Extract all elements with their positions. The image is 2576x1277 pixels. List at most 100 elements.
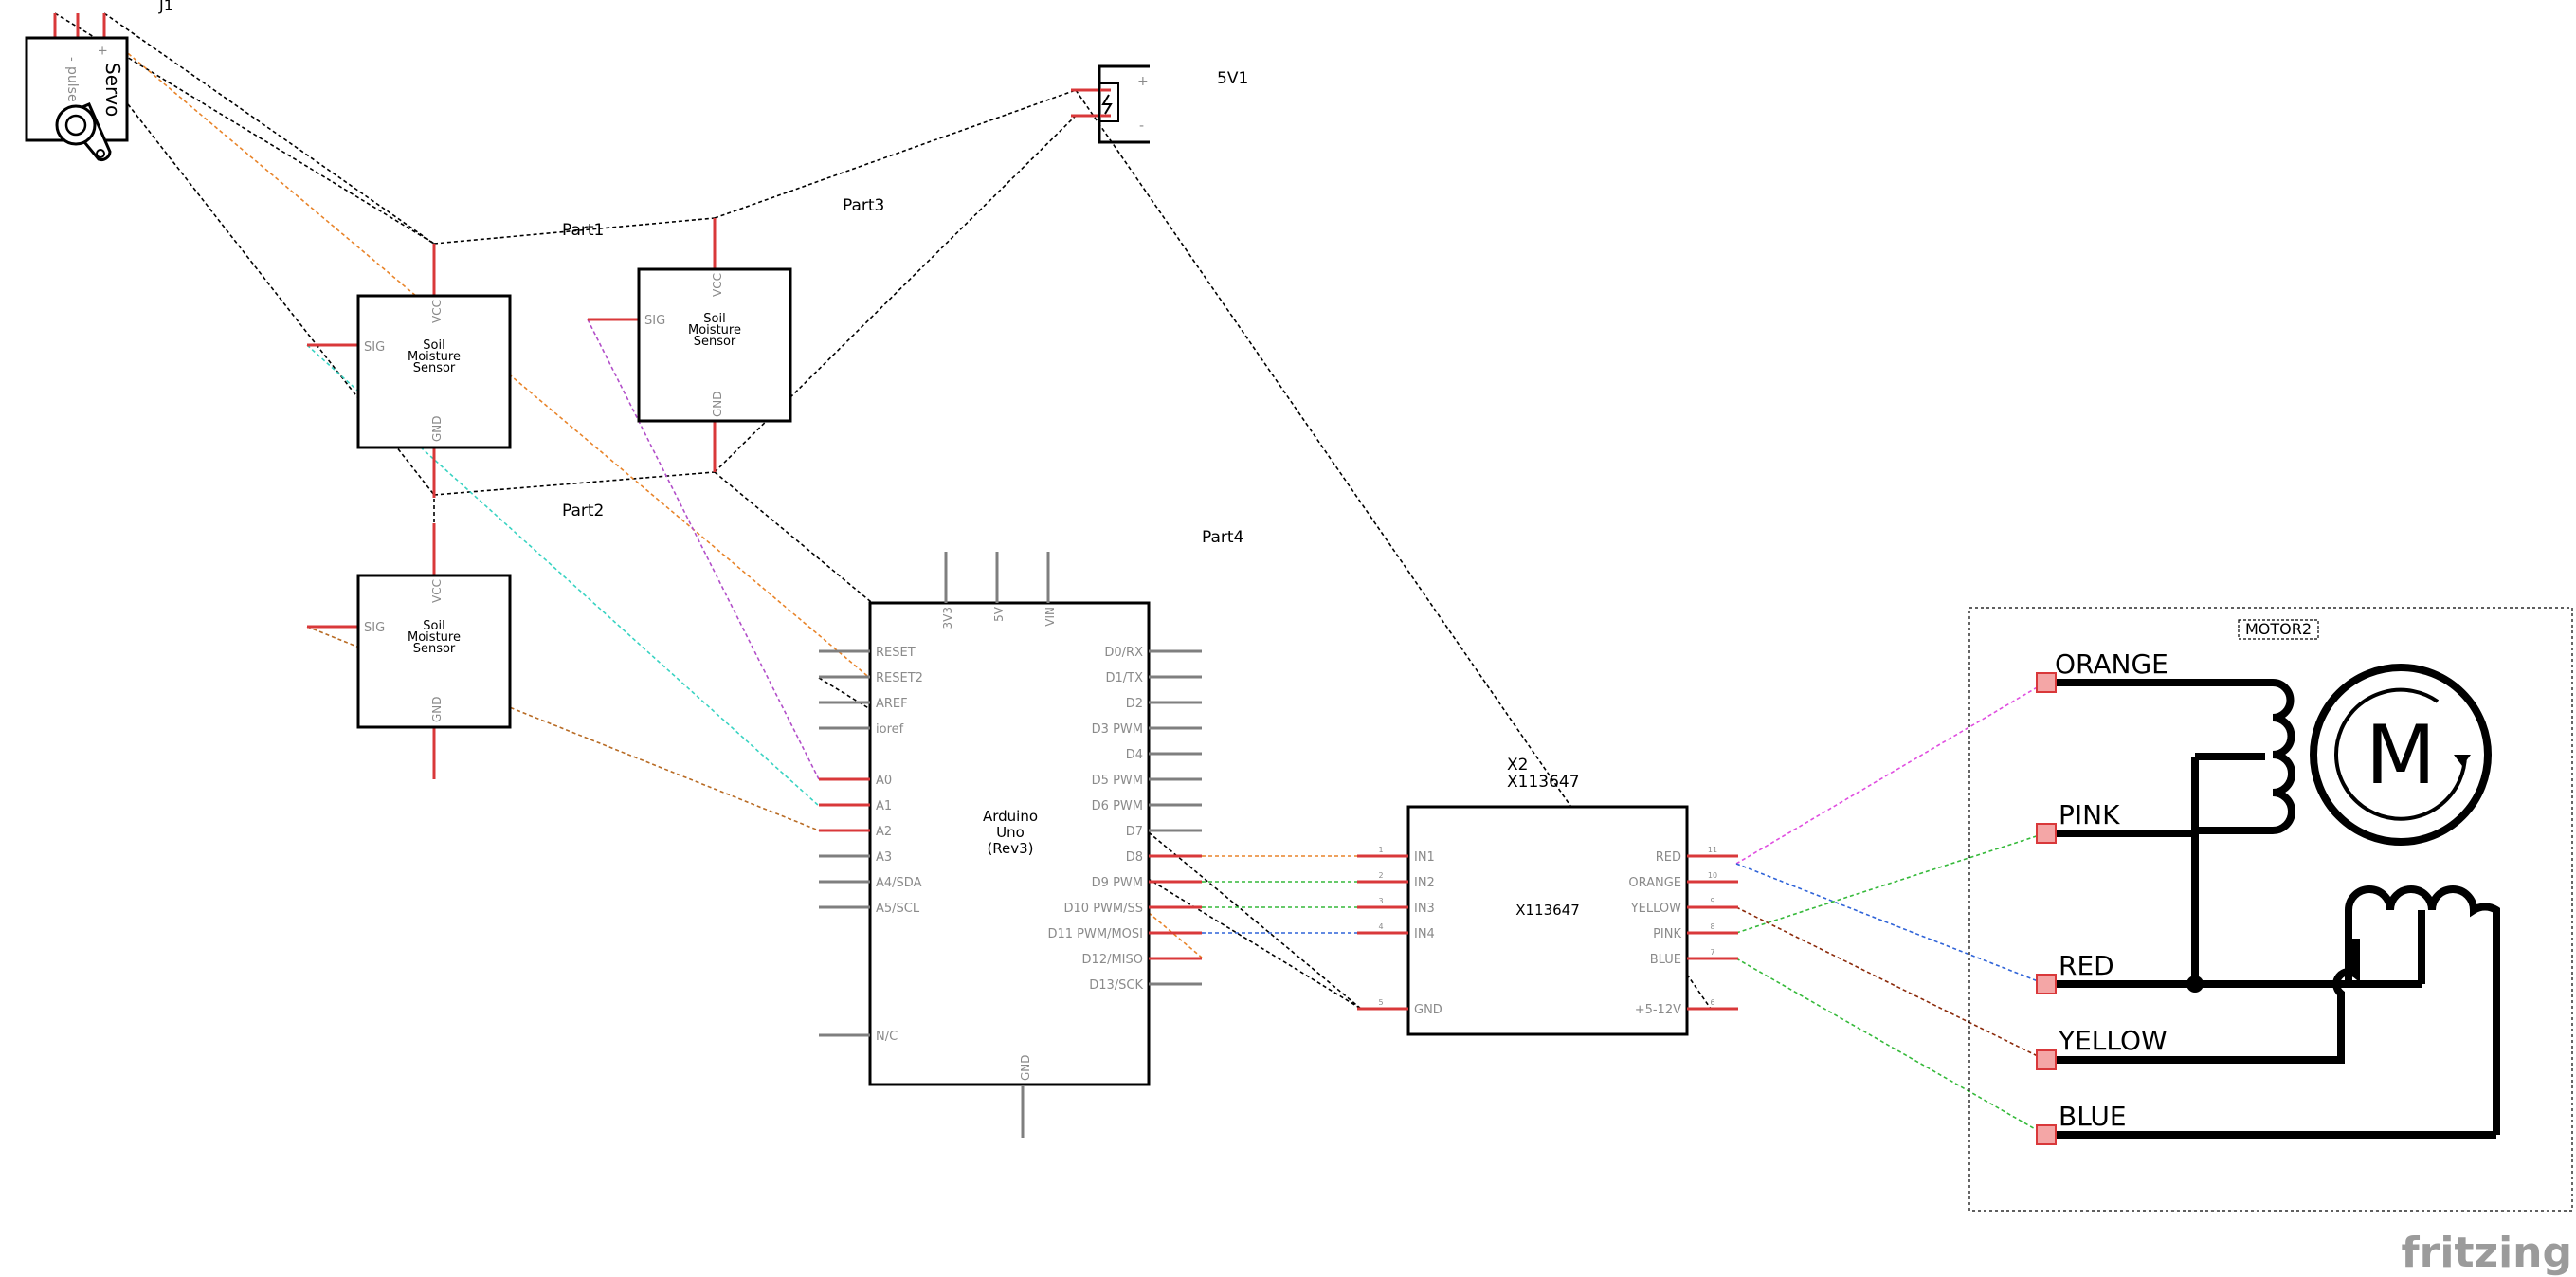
soil-sensor-part2[interactable]: Part2 SIG VCC GND Soil Moisture Sensor (307, 502, 604, 779)
part2-vcc-label: VCC (430, 579, 444, 603)
driver-pin-number: 2 (1378, 871, 1383, 880)
arduino-pin-label-d4: D4 (1126, 748, 1143, 762)
wire-driver-pink-to-motor-pink[interactable] (1735, 832, 2046, 934)
servo-pin-pulse-label: pulse (64, 66, 80, 102)
wire-driver-yellow-to-motor-yellow[interactable] (1735, 906, 2046, 1061)
arduino-pin-label-a1: A1 (876, 799, 892, 813)
part1-name-line2: Moisture (408, 350, 461, 364)
part1-name-line1: Soil (423, 338, 444, 353)
arduino-pin-label-ioref: ioref (876, 722, 904, 737)
driver-pin-label-orange: ORANGE (1628, 876, 1681, 890)
arduino-pin-label-d10-pwm-ss: D10 PWM/SS (1064, 902, 1143, 916)
driver-pin-label-in3: IN3 (1414, 902, 1435, 916)
wire-driver-orange-to-motor-red[interactable] (1735, 863, 2046, 985)
part2-gnd-label: GND (430, 696, 444, 722)
motor-wire-label-blue: BLUE (2059, 1101, 2127, 1132)
wire-part2-gnd-to-part3-gnd[interactable] (433, 471, 716, 496)
soil-sensor-part3[interactable]: Part3 SIG VCC GND Soil Moisture Sensor (588, 196, 884, 472)
driver-pin-number: 4 (1378, 922, 1383, 931)
part3-name-line3: Sensor (694, 335, 736, 349)
arduino-pin-label-d6-pwm: D6 PWM (1092, 799, 1143, 813)
driver-pin-number: 9 (1710, 897, 1714, 905)
arduino-pin-label-d5-pwm: D5 PWM (1092, 774, 1143, 788)
motor-pin-orange[interactable] (2036, 672, 2057, 693)
driver-pin-label-yellow: YELLOW (1630, 902, 1681, 916)
part2-name-line2: Moisture (408, 630, 461, 645)
arduino-pin-label-a3: A3 (876, 850, 892, 865)
arduino-pin-label-a2: A2 (876, 825, 892, 839)
arduino-pin-label-a0: A0 (876, 774, 892, 788)
driver-pin-number: 6 (1710, 998, 1714, 1007)
servo-title: Servo (101, 63, 124, 117)
part3-body (637, 267, 792, 423)
ratsnest-wires (54, 12, 2046, 1136)
arduino-name-line3: (Rev3) (987, 840, 1033, 857)
part2-body (356, 574, 512, 729)
driver-pin-label-in2: IN2 (1414, 876, 1435, 890)
arduino-gnd-label: GND (1019, 1054, 1032, 1081)
wire-part1-vcc-to-part3-vcc[interactable] (433, 217, 716, 245)
part1-gnd-label: GND (430, 415, 444, 442)
driver-pin-number: 8 (1710, 922, 1714, 931)
motor-pin-red[interactable] (2036, 974, 2057, 994)
arduino-name-line2: Uno (996, 824, 1025, 841)
motor-bounding-box (1968, 607, 2573, 1212)
motor-ref-box (2238, 619, 2319, 640)
driver-pin-number: 7 (1710, 948, 1714, 957)
arduino-pin-label-d9-pwm: D9 PWM (1092, 876, 1143, 890)
driver-pin-label-pink: PINK (1653, 927, 1681, 941)
arduino-pin-label-d0-rx: D0/RX (1104, 646, 1143, 660)
driver-part-label: X113647 (1507, 773, 1580, 792)
arduino-pin-label-n-c: N/C (876, 1030, 898, 1044)
arduino-pin-label-d7: D7 (1126, 825, 1143, 839)
part3-vcc-label: VCC (711, 273, 724, 297)
wire-driver-blue-to-motor-blue[interactable] (1735, 958, 2046, 1136)
arduino-body (868, 601, 1151, 1086)
servo-part[interactable]: J1 - pulse + Servo (25, 0, 173, 161)
part1-ref-label: Part1 (562, 221, 604, 240)
power-jack-part[interactable]: 5V1 + - (1071, 64, 1248, 144)
part1-vcc-label: VCC (430, 300, 444, 323)
wire-driver-red-to-motor-orange[interactable] (1735, 682, 2046, 865)
wire-servo-top[interactable] (103, 12, 435, 245)
arduino-pin-label-d11-pwm-mosi: D11 PWM/MOSI (1047, 927, 1143, 941)
motor-ref-label: MOTOR2 (2245, 620, 2312, 638)
arduino-pin-label-d3-pwm: D3 PWM (1092, 722, 1143, 737)
wire-part3-gnd-to-power[interactable] (714, 115, 1077, 473)
motor-wire-label-orange: ORANGE (2055, 648, 2168, 680)
soil-sensor-part1[interactable]: Part1 SIG VCC GND Soil Moisture Sensor (307, 221, 604, 498)
motor-pin-blue[interactable] (2036, 1124, 2057, 1145)
wire-part2-sig-to-a2[interactable] (306, 626, 820, 831)
arduino-pin-label-a5-scl: A5/SCL (876, 902, 920, 916)
stepper-driver-part[interactable]: X2 X113647 X113647 IN11IN22IN33IN44GND5 … (1357, 756, 1738, 1036)
motor-symbol-letter: M (2366, 708, 2436, 803)
motor-pin-pink[interactable] (2036, 823, 2057, 844)
arduino-pin-label-d1-tx: D1/TX (1105, 671, 1143, 685)
motor-wire-label-yellow: YELLOW (2058, 1025, 2168, 1056)
motor-windings (2049, 679, 2500, 1139)
part2-name-line3: Sensor (413, 642, 456, 656)
part3-name-line2: Moisture (688, 323, 741, 337)
power-plus-label: + (1137, 74, 1149, 89)
motor-junction-dot (2186, 976, 2204, 993)
arduino-pin-label-a4-sda: A4/SDA (876, 876, 922, 890)
part2-name-line1: Soil (423, 619, 444, 633)
stepper-motor-part[interactable]: MOTOR2 M (1968, 607, 2573, 1212)
driver-body-label: X113647 (1515, 902, 1580, 919)
arduino-pin-label-reset2: RESET2 (876, 671, 923, 685)
part2-sig-label: SIG (364, 621, 385, 635)
driver-pin-number: 10 (1708, 871, 1717, 880)
motor-pin-yellow[interactable] (2036, 1049, 2057, 1070)
driver-pin-number: 1 (1378, 846, 1383, 854)
arduino-pin-label-d8: D8 (1126, 850, 1143, 865)
part3-sig-label: SIG (644, 314, 665, 328)
driver-pin-label-in4: IN4 (1414, 927, 1435, 941)
wire-part3-vcc-to-power[interactable] (714, 89, 1077, 219)
arduino-pin-label-d13-sck: D13/SCK (1089, 978, 1143, 993)
servo-pin-minus-label: - (64, 57, 79, 62)
power-ref-label: 5V1 (1217, 69, 1248, 88)
driver-ref-label: X2 (1507, 756, 1528, 775)
